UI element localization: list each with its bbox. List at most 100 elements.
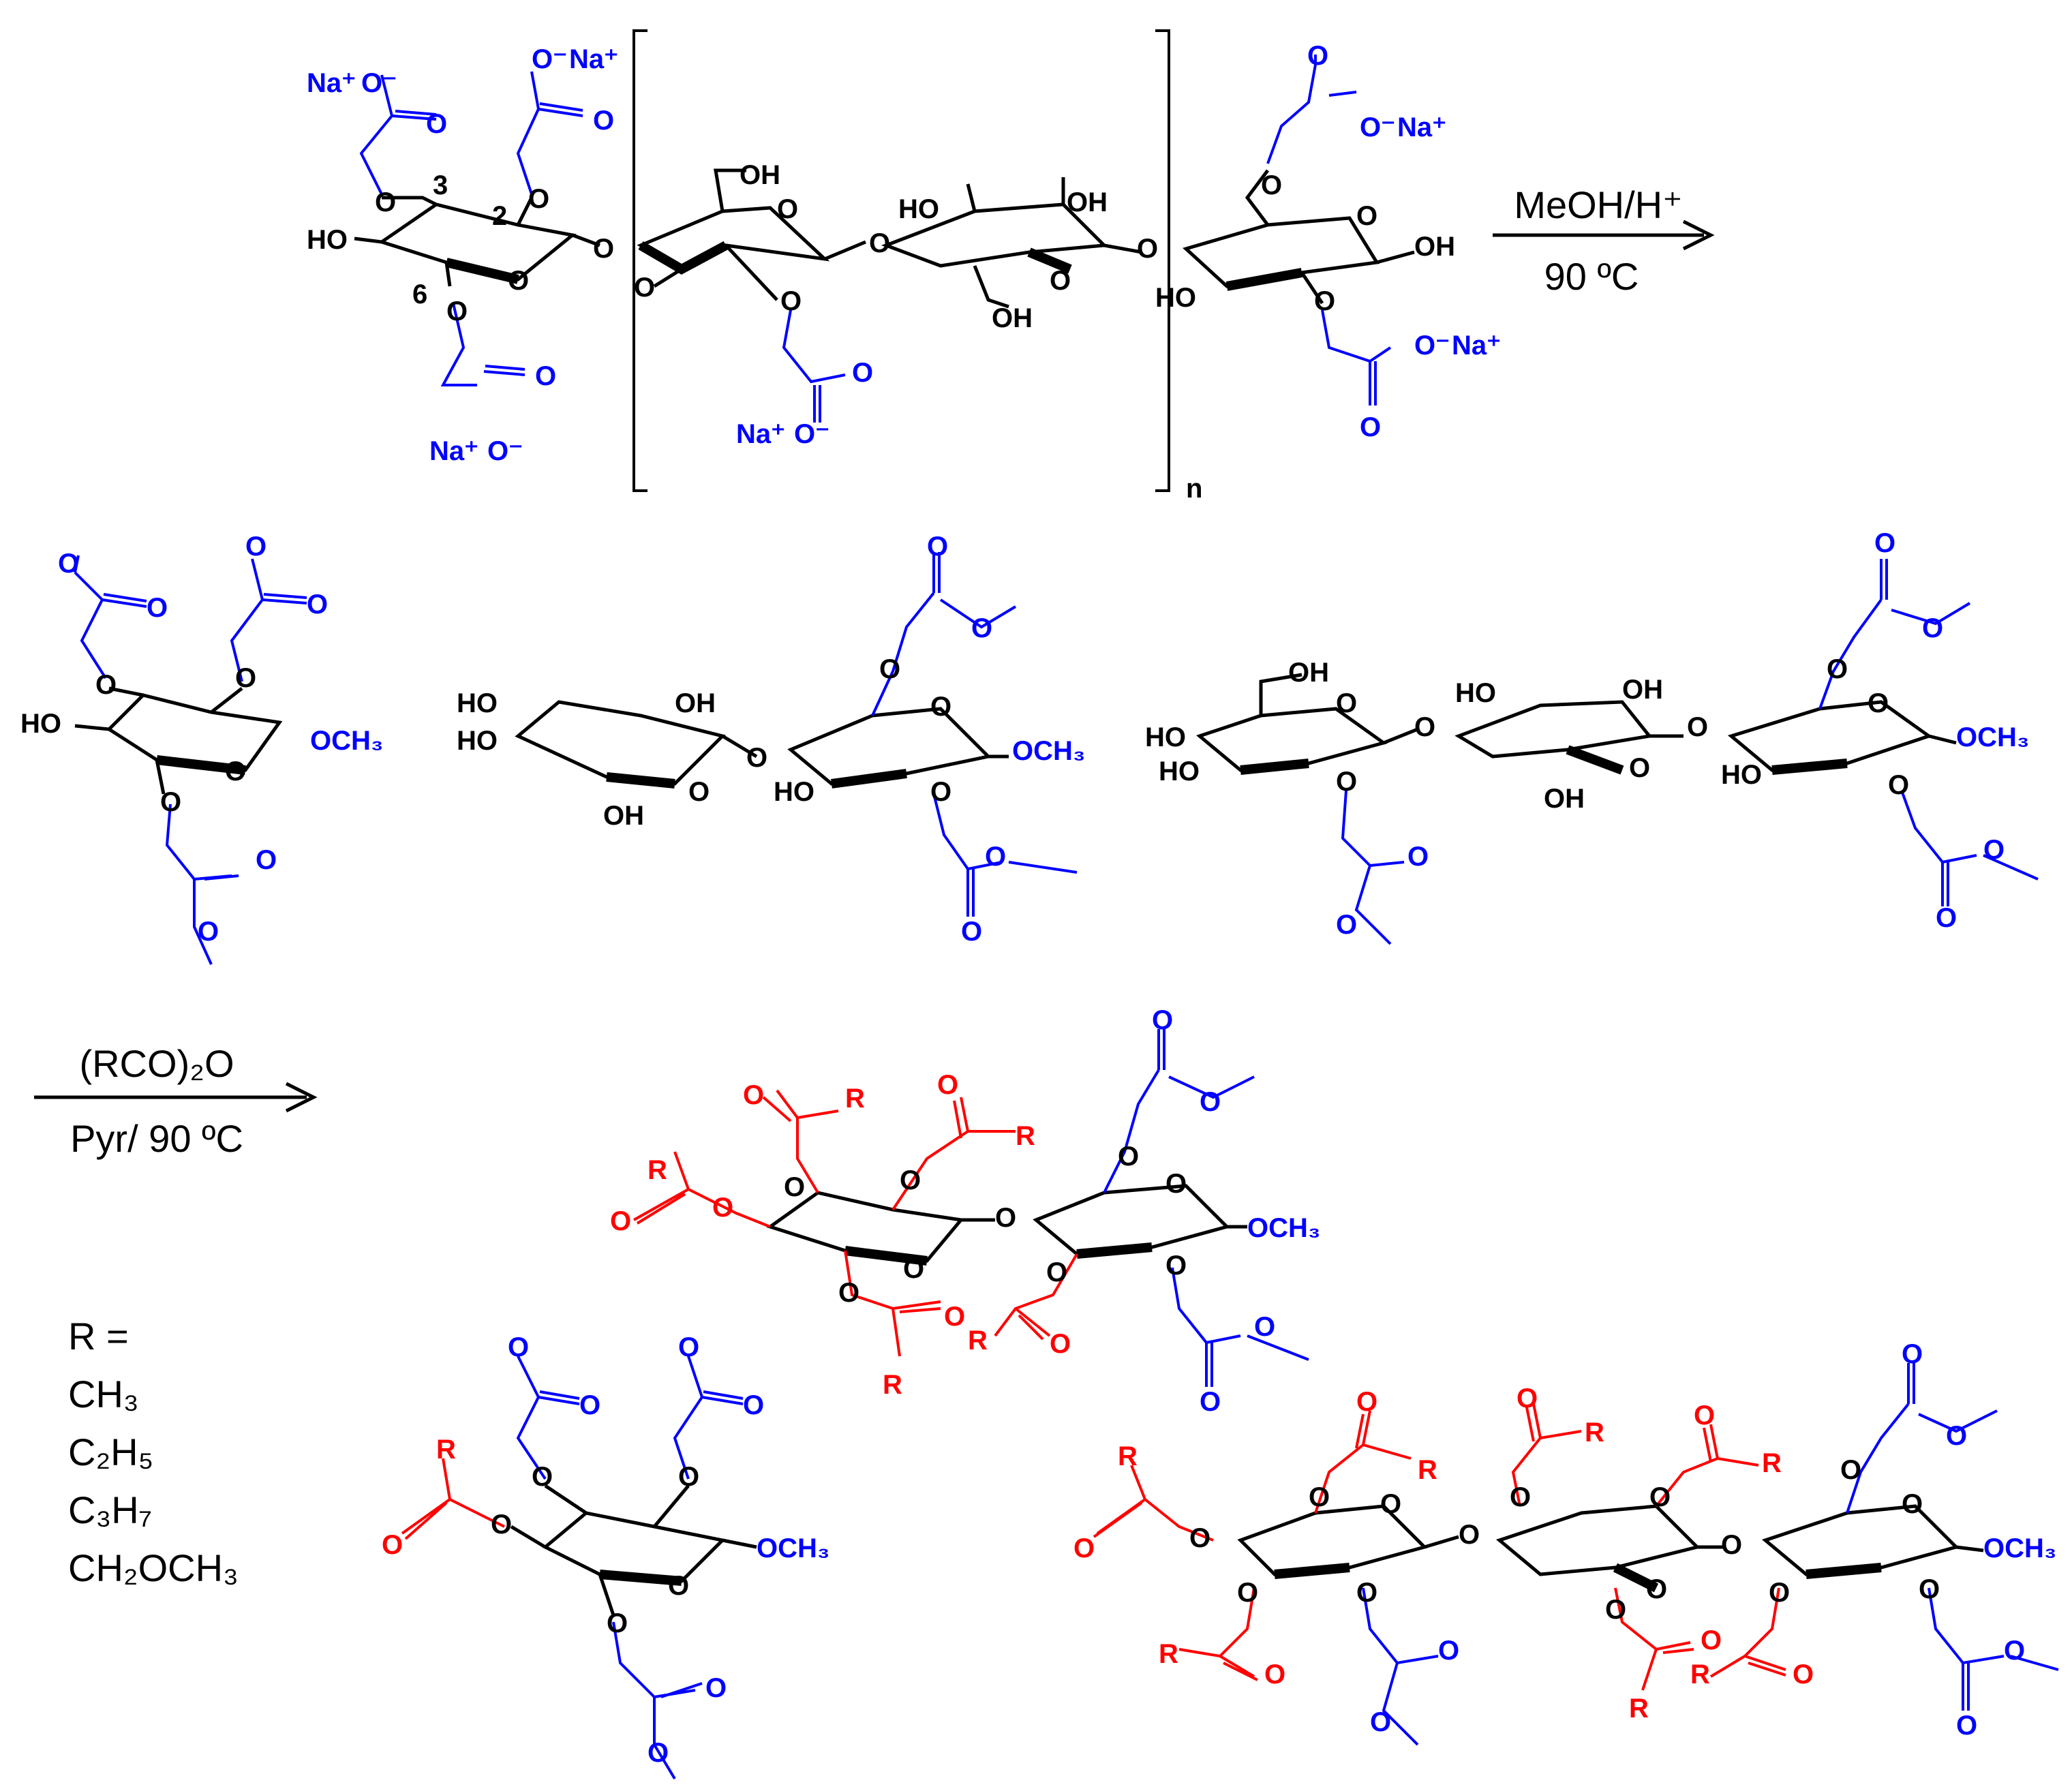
label-ester-o-tri-acyl-b: O [1946,1421,1967,1451]
label-ring-o-mono: O [225,756,246,786]
reaction-1-temperature: 90 ºC [1544,255,1639,298]
label-o-tri-ether-c: O [1919,1574,1940,1604]
label-r-tri-4: R [1585,1418,1604,1448]
label-ring-o-2: O [777,194,798,224]
label-ho-tri-c: HO [1455,678,1496,708]
glucose-ring-1 [354,196,600,287]
label-carbonyl-o-4a: O [1307,41,1328,71]
label-carbonyl-o-4b: O [1360,412,1381,442]
label-o-tri-6: O [1701,1625,1722,1655]
label-ether-o-3: O [375,187,396,217]
label-r-cb-4: R [883,1370,902,1400]
reaction-1-reagent: MeOH/H⁺ [1514,183,1682,226]
cmc-polymer [354,29,1415,492]
label-r-tri-2: R [1418,1455,1437,1485]
label-r-mono: R [436,1435,456,1465]
label-o-tri-1: O [1073,1533,1095,1563]
label-ho-mono: HO [20,709,61,739]
label-methoxy-mono: OCH₃ [310,726,383,756]
r-group-c2h5: C₂H₅ [68,1431,153,1473]
label-ring-o-tri-c: O [1902,1489,1923,1519]
label-o-tri-ester-b: O [1189,1523,1210,1553]
label-o-tri-3: O [1264,1660,1285,1689]
label-oh-tri-a: OH [1288,658,1329,688]
label-ester-o-tri-acyl-a: O [1370,1707,1391,1737]
r-group-ch2och3: CH₂OCH₃ [68,1546,239,1589]
methyl-cellotrioside: OH O HO HO O O HO OH O OH O O O HO O OCH… [1145,528,2039,945]
label-o-cb-1: O [610,1206,631,1236]
polymer-labels: Na⁺ O⁻ O O⁻ Na⁺ O O O HO O O 3 2 6 O O N… [307,41,1501,504]
label-carbonyl-tri-c: O [1936,903,1957,933]
label-na-ring2: Na⁺ [736,419,785,449]
label-o-tri-4: O [1517,1383,1538,1413]
label-o-mono-acyl: O [382,1530,403,1560]
label-ho-ring3: HO [898,194,939,224]
label-carbonyl-mono-a: O [147,593,168,623]
label-na-6: Na⁺ [429,436,478,466]
label-o-cb-1b: O [712,1193,733,1223]
label-ho-tri-a: HO [1145,722,1186,752]
label-oh-tri-b: OH [1622,675,1663,705]
label-o-tri-ester-e: O [1649,1482,1671,1512]
label-na-2: Na⁺ [569,44,618,74]
label-o-cb-3: O [937,1070,958,1100]
label-glycosidic-o-2: O [869,228,890,258]
label-oh-ring4: OH [1414,232,1455,262]
label-o-cb-ester-d: O [1046,1257,1067,1287]
label-carbonyl-tri-acyl-a: O [1438,1636,1459,1666]
label-ether-o-cello-b: O [930,777,951,807]
carboxymethyl-group-ring-2 [782,309,846,423]
label-ring-o-cello-a: O [688,777,710,807]
label-carbonyl-mono-c: O [256,845,277,875]
label-carbonyl-mono-acyl-b: O [743,1390,764,1420]
label-o-tri-2: O [1356,1387,1377,1417]
acylated-monomer: R O O O O O O OCH₃ O O O O O O [382,1332,829,1780]
label-oh-ring3b: OH [992,303,1033,333]
label-carbonyl-o-1: O [426,109,447,139]
label-o-tri-ester-g: O [1769,1578,1790,1608]
label-glycosidic-o-1: O [593,234,614,264]
label-o-tri-ester-c: O [1237,1578,1258,1608]
label-carbonyl-cb-a: O [1152,1005,1173,1035]
label-oh-ring2: OH [740,160,780,190]
label-na-1: Na⁺ [307,68,356,98]
label-ester-o-mono-acyl-a: O [508,1332,529,1362]
reaction-arrowhead-2 [285,1082,318,1113]
label-glyco-o-cb: O [995,1203,1016,1233]
label-carbonyl-cb-b: O [1200,1387,1221,1417]
label-o-tri-7: O [1793,1660,1814,1689]
label-o-tri-ester-f: O [1605,1595,1626,1625]
label-oh-tri-c: OH [1544,784,1585,814]
label-carboxylate-2: O⁻ [532,44,567,74]
r-group-c3h7: C₃H₇ [68,1488,152,1531]
reaction-arrowhead-1 [1682,219,1715,251]
carboxymethyl-groups-ring-4 [1266,55,1392,406]
label-carboxylate-ring2: O⁻ [794,419,829,449]
label-glyco-o-cello: O [746,743,767,773]
label-r-tri-6: R [1629,1694,1649,1724]
acylated-cellobioside: R O O O R O R O R R O O O O O O O O O O … [610,1005,1320,1417]
label-o-mono-c: O [160,787,181,817]
label-carbonyl-o-2: O [593,106,614,136]
label-ho-ring1: HO [307,225,348,255]
label-methoxy-tri: OCH₃ [1956,722,2029,752]
label-methoxy-cb: OCH₃ [1247,1213,1320,1243]
label-o-mono-ether-b: O [678,1462,699,1492]
label-ho-cello-b: HO [457,726,498,756]
glucose-ring-3 [881,177,1142,309]
label-ring-o-tri-b: O [1646,1574,1667,1604]
label-ring-o-cello-b: O [930,692,951,722]
label-ho-tri-d: HO [1721,760,1762,790]
label-carboxylate-1: O⁻ [361,68,397,98]
label-ether-o-6: O [446,296,468,326]
label-ether-o-tri-d: O [1888,770,1909,800]
label-o-cb-ether-b: O [1166,1251,1187,1281]
label-ester-o-mono-acyl-c: O [648,1738,669,1768]
label-o-mono-acyl-b: O [491,1510,512,1540]
label-na-4a: Na⁺ [1397,112,1446,142]
label-ester-o-mono-a: O [58,549,79,579]
label-o-cb-2: O [743,1080,764,1110]
label-o-tri-ester-a: O [1309,1482,1330,1512]
label-carbonyl-tri-b: O [1874,528,1895,558]
